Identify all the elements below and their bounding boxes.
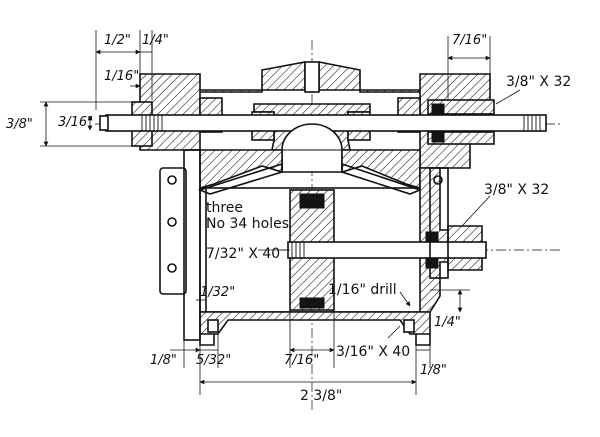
base-plate [199,311,431,335]
base-slot-right [403,319,415,333]
right-cone [341,162,423,195]
top-cover-cap [304,61,320,93]
label-18-left: 1/8" [150,353,177,368]
label-132: 1/32" [200,285,235,300]
label-532: 5/32" [196,353,231,368]
bracket-plate [183,149,201,341]
label-sixteenth-top: 1/16" [104,69,139,84]
packing-bottom [431,131,445,143]
mounting-bracket [159,167,187,295]
label-half: 1/2" [104,33,131,48]
label-quarter-top: 1/4" [142,33,169,48]
label-38-left: 3/8" [6,117,33,132]
base-leg-right [415,334,431,346]
base-slot-left [207,319,219,333]
label-316-left: 3/16" [58,115,93,130]
base-leg-left [199,334,215,346]
lower-rod [287,241,487,259]
label-holes-1: three [206,200,243,216]
label-thread-bottom: 3/16" X 40 [336,344,410,360]
leader-thread-side [461,195,491,227]
label-thread-side: 3/8" X 32 [484,182,549,198]
ball-valve [281,123,343,173]
leader-thread-top [495,89,521,105]
rod-thread-left [141,115,163,131]
label-holes-2: No 34 holes [206,216,289,232]
bracket-hole-1 [167,175,177,185]
label-716-top: 7/16" [452,33,487,48]
label-drill: 1/16" drill [328,282,397,298]
leader-thread-bottom [387,325,401,339]
valve-rod-tip-left [99,115,109,131]
cylinder-head [199,149,283,190]
label-14-right: 1/4" [434,315,461,330]
bracket-hole-2 [167,217,177,227]
cylinder-head-right [341,149,421,190]
label-18-right: 1/8" [420,363,447,378]
label-thread-top: 3/8" X 32 [506,74,571,90]
label-thread-center: 7/32" X 40 [206,246,280,262]
pillar-hole [433,175,443,185]
piston-ring-bottom [299,297,325,309]
label-overall-width: 2 3/8" [300,388,342,404]
right-pillar [429,167,449,279]
label-716-bottom: 7/16" [284,353,319,368]
lower-rod-thread [291,242,305,258]
rod-thread-right [523,115,541,131]
bracket-hole-3 [167,263,177,273]
packing-top [431,103,445,115]
leader-drill [399,291,411,307]
piston-ring-top [299,193,325,209]
